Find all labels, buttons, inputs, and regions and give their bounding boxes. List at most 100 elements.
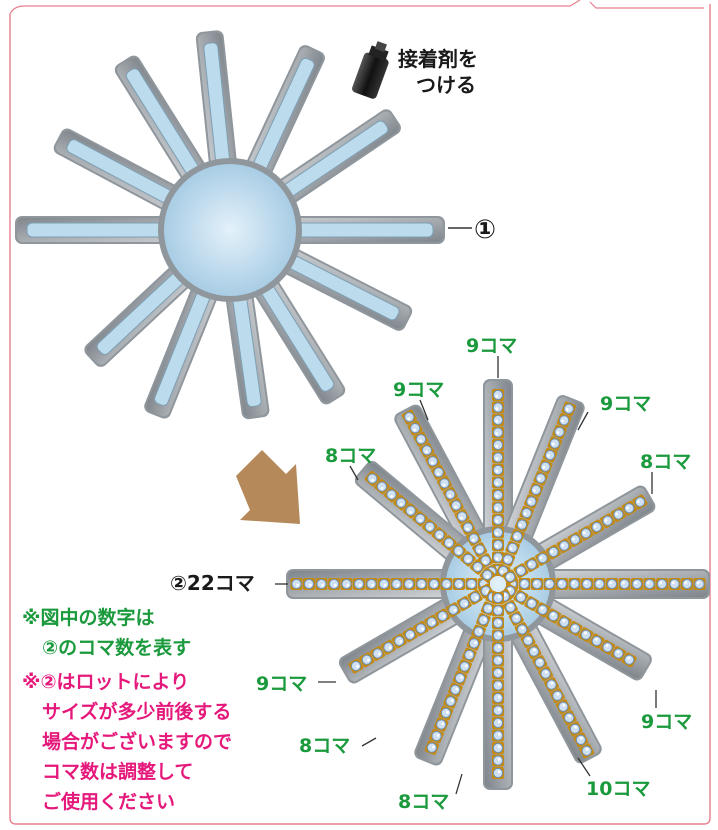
bead: [631, 578, 643, 590]
bead: [514, 517, 530, 532]
bead: [556, 578, 568, 590]
bead: [454, 509, 470, 524]
leader-line: [577, 757, 591, 777]
bead: [643, 578, 656, 590]
bead: [374, 478, 390, 495]
bead: [422, 519, 438, 535]
bead: [413, 621, 429, 636]
part1-label: ①: [474, 215, 496, 245]
bead: [450, 543, 467, 559]
bead: [472, 542, 488, 557]
bead: [514, 622, 530, 637]
bead: [431, 464, 447, 480]
bead: [535, 602, 551, 618]
bead: [456, 596, 472, 611]
bead: [403, 503, 419, 519]
bead: [492, 592, 504, 604]
bead: [549, 688, 565, 704]
bead: [492, 667, 504, 679]
bead: [561, 401, 577, 416]
bead: [434, 717, 449, 732]
bead: [402, 627, 418, 643]
bead: [428, 578, 440, 590]
bead: [502, 569, 518, 585]
note-green-line-1: ※図中の数字は: [22, 606, 154, 629]
bead: [353, 578, 365, 590]
bead-chain: [492, 389, 504, 576]
bead: [519, 505, 534, 521]
bead: [492, 401, 504, 414]
bead: [440, 578, 453, 590]
bead: [578, 525, 594, 541]
note-pink-line-4: コマ数は調整して: [42, 760, 193, 783]
bead: [492, 692, 504, 704]
bead: [600, 639, 616, 655]
bead: [492, 451, 504, 464]
beaded-star-part-2: [275, 356, 710, 795]
bead: [693, 578, 706, 590]
bead: [552, 424, 567, 440]
bead: [437, 475, 452, 491]
bead: [513, 563, 529, 579]
note-pink-line-2: サイズが多少前後する: [42, 700, 231, 723]
bead: [492, 754, 504, 767]
count-label-left-low: 9コマ: [256, 673, 307, 695]
bead: [470, 559, 486, 575]
bead: [403, 578, 415, 590]
bead: [531, 578, 543, 590]
bead: [526, 644, 542, 659]
bead: [479, 567, 495, 583]
page-frame: [9, 0, 711, 825]
bead: [359, 652, 375, 668]
note-green-line-2: ②のコマ数を表す: [42, 636, 191, 659]
bead: [556, 413, 572, 428]
bead: [476, 612, 491, 628]
bead: [492, 389, 504, 401]
bead: [380, 639, 396, 655]
bead: [443, 694, 458, 709]
star-base-part-1: ①: [15, 30, 496, 420]
part2-label: ②22コマ: [170, 571, 255, 595]
bead: [492, 642, 504, 654]
bead: [424, 740, 440, 755]
bead: [413, 431, 429, 447]
bead: [535, 550, 551, 566]
bead: [290, 578, 303, 590]
bead: [315, 578, 328, 590]
bead: [452, 670, 468, 686]
bead: [573, 732, 589, 748]
bead: [492, 629, 504, 642]
bead: [393, 495, 409, 511]
bead: [460, 520, 476, 535]
bead: [340, 578, 353, 590]
bead-chain: [497, 588, 595, 759]
bead: [556, 614, 572, 630]
count-label-bottom: 8コマ: [398, 791, 449, 813]
bead: [435, 608, 451, 624]
bead: [412, 511, 428, 527]
bead: [425, 453, 441, 469]
bead: [466, 636, 482, 651]
glue-note-line-1: 接着剤を: [398, 47, 478, 71]
leader-line: [419, 399, 429, 421]
bead: [555, 699, 571, 715]
bead: [424, 614, 440, 630]
bead: [448, 498, 464, 513]
bead: [545, 608, 561, 624]
note-pink-line-1: ※②はロットにより: [22, 671, 189, 693]
bead: [364, 470, 381, 487]
bead-chain: [364, 470, 495, 583]
bead: [610, 507, 626, 522]
bead-chain: [492, 592, 504, 779]
bead: [465, 578, 478, 590]
bead: [561, 710, 577, 726]
bead: [524, 557, 540, 572]
bead: [492, 489, 504, 501]
leader-line: [361, 737, 377, 747]
bead: [431, 527, 448, 543]
bead: [391, 633, 407, 649]
bead: [419, 442, 435, 458]
bead: [538, 666, 554, 682]
bead: [600, 513, 616, 529]
bead: [492, 501, 504, 514]
